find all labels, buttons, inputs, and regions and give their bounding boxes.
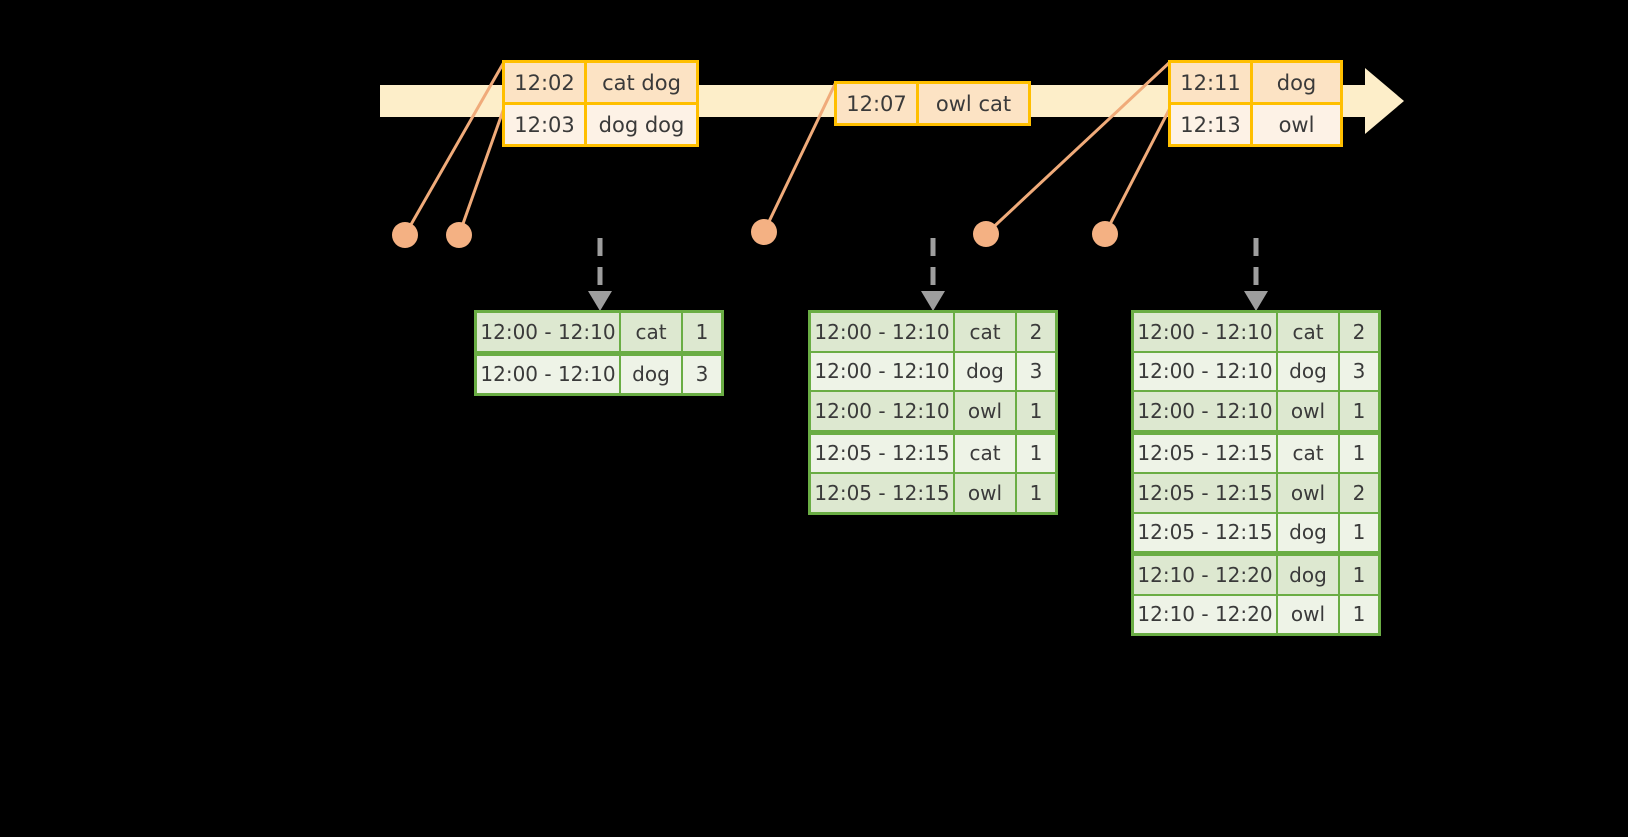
table-row: 12:00 - 12:10 owl 1	[1134, 390, 1378, 433]
event-dots	[392, 219, 1118, 248]
event-time: 12:03	[505, 105, 587, 144]
table-row: 12:10 - 12:20 owl 1	[1134, 593, 1378, 633]
event-words: owl	[1253, 105, 1340, 144]
table-row: 12:05 - 12:15 owl 2	[1134, 472, 1378, 512]
word-cell: owl	[955, 392, 1017, 430]
window-cell: 12:05 - 12:15	[811, 474, 955, 512]
word-cell: cat	[1278, 313, 1340, 351]
event-words: dog	[1253, 63, 1340, 102]
word-cell: owl	[1278, 392, 1340, 430]
window-cell: 12:00 - 12:10	[477, 355, 621, 393]
count-cell: 3	[683, 355, 721, 393]
window-cell: 12:05 - 12:15	[1134, 474, 1278, 512]
event-group-1: 12:02 cat dog 12:03 dog dog	[502, 60, 699, 147]
table-row: 12:00 - 12:10 dog 3	[811, 350, 1055, 390]
word-cell: cat	[1278, 434, 1340, 472]
word-cell: cat	[621, 313, 683, 351]
dashed-arrow-3	[1244, 238, 1268, 311]
word-cell: dog	[955, 352, 1017, 390]
event-row: 12:07 owl cat	[837, 84, 1028, 123]
window-cell: 12:00 - 12:10	[1134, 352, 1278, 390]
window-cell: 12:05 - 12:15	[811, 434, 955, 472]
word-cell: cat	[955, 313, 1017, 351]
event-dot-5	[1092, 221, 1118, 247]
count-cell: 3	[1340, 352, 1378, 390]
event-dot-3	[751, 219, 777, 245]
word-cell: dog	[621, 355, 683, 393]
count-cell: 3	[1017, 352, 1055, 390]
event-words: owl cat	[919, 84, 1028, 123]
count-cell: 1	[683, 313, 721, 351]
event-row: 12:11 dog	[1171, 63, 1340, 102]
window-cell: 12:00 - 12:10	[477, 313, 621, 351]
dashed-arrows	[588, 238, 1268, 311]
table-row: 12:05 - 12:15 cat 1	[1134, 432, 1378, 472]
table-row: 12:05 - 12:15 dog 1	[1134, 511, 1378, 554]
window-cell: 12:00 - 12:10	[811, 352, 955, 390]
count-cell: 1	[1340, 513, 1378, 551]
word-cell: dog	[1278, 352, 1340, 390]
window-cell: 12:10 - 12:20	[1134, 556, 1278, 594]
table-row: 12:05 - 12:15 cat 1	[811, 432, 1055, 472]
table-row: 12:00 - 12:10 owl 1	[811, 390, 1055, 433]
event-words: dog dog	[587, 105, 696, 144]
table-row: 12:00 - 12:10 cat 1	[477, 313, 721, 354]
window-cell: 12:00 - 12:10	[1134, 392, 1278, 430]
event-dot-2	[446, 222, 472, 248]
window-cell: 12:00 - 12:10	[1134, 313, 1278, 351]
dashed-arrow-2	[921, 238, 945, 311]
count-cell: 1	[1017, 434, 1055, 472]
result-table-2: 12:00 - 12:10 cat 2 12:00 - 12:10 dog 3 …	[808, 310, 1058, 515]
window-cell: 12:10 - 12:20	[1134, 595, 1278, 633]
event-words: cat dog	[587, 63, 696, 102]
event-group-3: 12:11 dog 12:13 owl	[1168, 60, 1343, 147]
word-cell: owl	[955, 474, 1017, 512]
count-cell: 2	[1340, 474, 1378, 512]
table-row: 12:10 - 12:20 dog 1	[1134, 554, 1378, 594]
count-cell: 1	[1017, 392, 1055, 430]
event-time: 12:02	[505, 63, 587, 102]
count-cell: 2	[1017, 313, 1055, 351]
event-dot-4	[973, 221, 999, 247]
count-cell: 2	[1340, 313, 1378, 351]
event-row: 12:02 cat dog	[505, 63, 696, 102]
result-table-1: 12:00 - 12:10 cat 1 12:00 - 12:10 dog 3	[474, 310, 724, 396]
word-cell: dog	[1278, 513, 1340, 551]
table-row: 12:00 - 12:10 cat 2	[811, 313, 1055, 351]
word-cell: owl	[1278, 595, 1340, 633]
word-cell: dog	[1278, 556, 1340, 594]
count-cell: 1	[1340, 556, 1378, 594]
window-cell: 12:00 - 12:10	[811, 313, 955, 351]
event-row: 12:03 dog dog	[505, 102, 696, 144]
event-time: 12:07	[837, 84, 919, 123]
word-cell: owl	[1278, 474, 1340, 512]
event-row: 12:13 owl	[1171, 102, 1340, 144]
result-table-3: 12:00 - 12:10 cat 2 12:00 - 12:10 dog 3 …	[1131, 310, 1381, 636]
dashed-arrow-1	[588, 238, 612, 311]
table-row: 12:00 - 12:10 dog 3	[477, 353, 721, 393]
count-cell: 1	[1017, 474, 1055, 512]
word-cell: cat	[955, 434, 1017, 472]
count-cell: 1	[1340, 392, 1378, 430]
table-row: 12:05 - 12:15 owl 1	[811, 472, 1055, 512]
count-cell: 1	[1340, 434, 1378, 472]
event-group-2: 12:07 owl cat	[834, 81, 1031, 126]
window-cell: 12:00 - 12:10	[811, 392, 955, 430]
event-time: 12:13	[1171, 105, 1253, 144]
window-cell: 12:05 - 12:15	[1134, 513, 1278, 551]
event-time: 12:11	[1171, 63, 1253, 102]
count-cell: 1	[1340, 595, 1378, 633]
table-row: 12:00 - 12:10 cat 2	[1134, 313, 1378, 351]
table-row: 12:00 - 12:10 dog 3	[1134, 350, 1378, 390]
window-cell: 12:05 - 12:15	[1134, 434, 1278, 472]
event-dot-1	[392, 222, 418, 248]
